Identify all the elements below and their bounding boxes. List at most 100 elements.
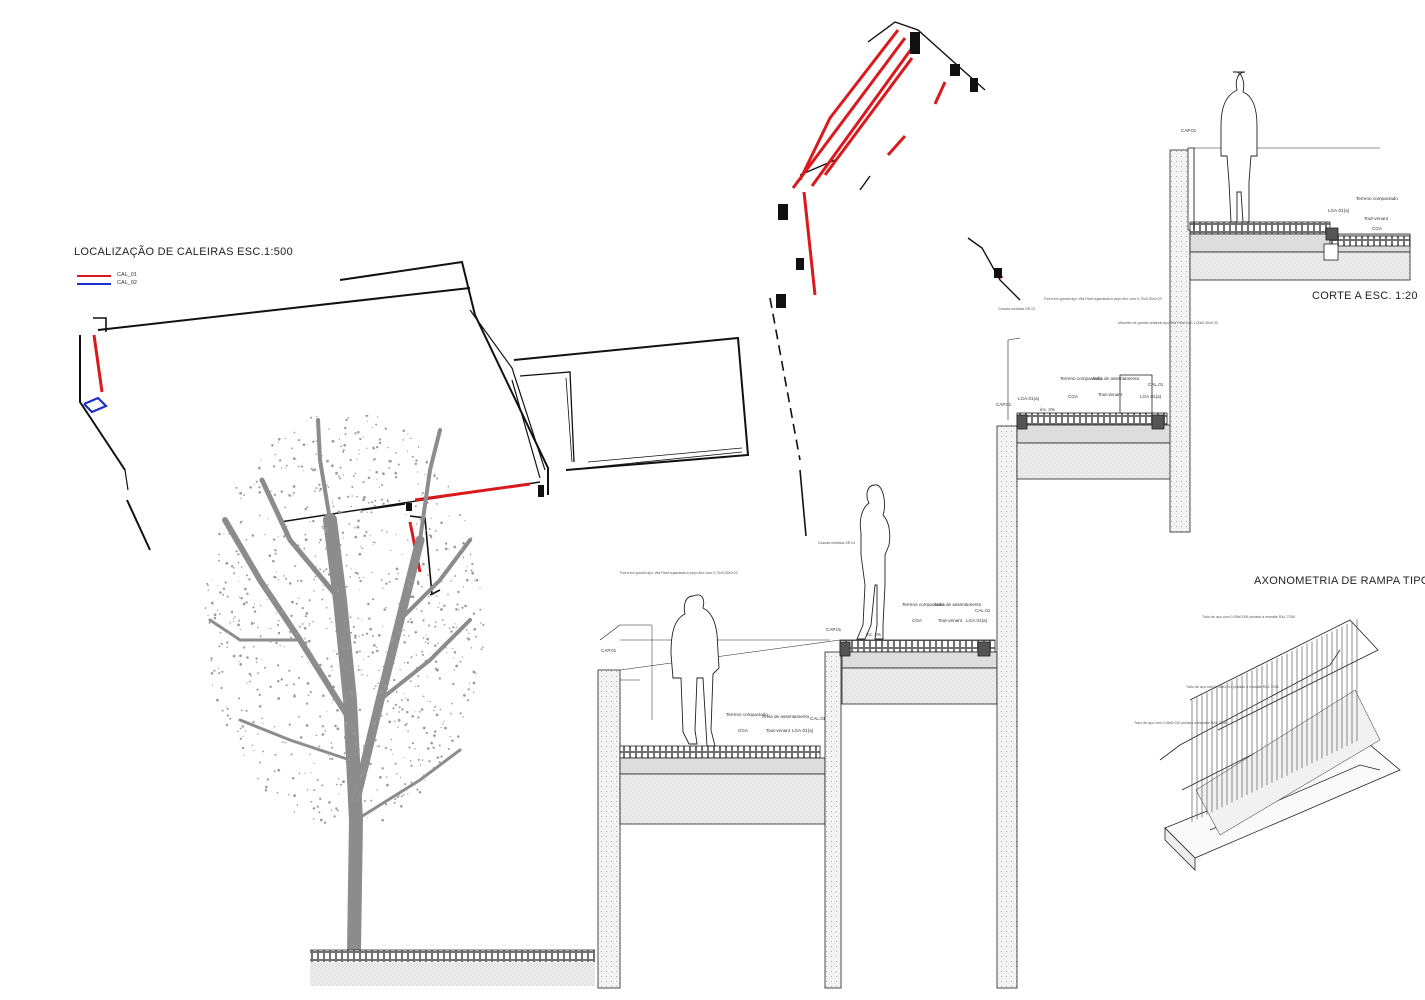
canopy-dot [397, 631, 400, 634]
canopy-dot [257, 626, 259, 629]
canopy-dot [370, 511, 373, 514]
canopy-dot [284, 437, 286, 440]
canopy-dot [262, 722, 264, 724]
terrain-label-top: Terreno compactado [1356, 196, 1398, 201]
canopy-dot [378, 486, 380, 488]
canopy-dot [238, 660, 240, 662]
canopy-dot [246, 656, 249, 659]
canopy-dot [275, 612, 277, 614]
canopy-dot [354, 527, 356, 529]
canopy-dot [248, 672, 252, 676]
canopy-dot [363, 658, 365, 660]
canopy-dot [286, 525, 288, 528]
canopy-dot [410, 764, 413, 767]
canopy-dot [355, 742, 358, 745]
canopy-dot [434, 625, 437, 628]
canopy-dot [473, 627, 477, 631]
canopy-dot [426, 637, 430, 641]
canopy-dot [385, 582, 388, 585]
canopy-dot [330, 742, 333, 744]
canopy-dot [380, 684, 382, 686]
canopy-dot [417, 684, 420, 688]
canopy-dot [416, 580, 420, 583]
canopy-dot [434, 621, 437, 623]
canopy-dot [386, 700, 389, 703]
canopy-dot [265, 785, 268, 789]
canopy-dot [213, 669, 216, 672]
canopy-dot [204, 607, 207, 609]
canopy-dot [221, 709, 224, 712]
axonometry-balusters [1191, 619, 1358, 822]
slope-label-mid: inc. 2% [866, 632, 881, 637]
canopy-dot [440, 608, 443, 611]
canopy-dot [340, 683, 343, 686]
canopy-dot [455, 608, 458, 611]
canopy-dot [229, 717, 232, 720]
canopy-dot [368, 617, 371, 620]
canopy-dot [420, 585, 423, 588]
canopy-dot [356, 495, 358, 498]
canopy-dot [306, 506, 309, 509]
canopy-dot [266, 778, 269, 781]
canopy-dot [363, 534, 367, 538]
canopy-dot [267, 587, 270, 590]
canopy-dot [357, 798, 359, 801]
canopy-dot [260, 459, 262, 461]
canopy-dot [264, 666, 267, 669]
canopy-dot [248, 578, 251, 581]
canopy-dot [318, 490, 321, 492]
canopy-dot [304, 615, 307, 618]
canopy-dot [448, 627, 451, 630]
canopy-dot [235, 486, 238, 489]
canopy-dot [341, 659, 344, 662]
canopy-dot [447, 593, 449, 596]
gutters-cal01 [92, 29, 1004, 573]
canopy-dot [390, 639, 394, 643]
canopy-dot [436, 503, 438, 505]
canopy-dot [342, 474, 345, 476]
canopy-dot [358, 708, 362, 711]
canopy-dot [274, 453, 277, 456]
canopy-dot [391, 651, 393, 654]
canopy-dot [277, 768, 281, 772]
canopy-dot [342, 537, 344, 539]
canopy-dot [386, 713, 388, 715]
canopy-dot [304, 533, 307, 536]
canopy-dot [381, 484, 384, 487]
canopy-dot [453, 651, 457, 654]
canopy-dot [368, 762, 372, 766]
canopy-dot [220, 686, 223, 690]
canopy-dot [464, 569, 468, 572]
canopy-dot [300, 579, 303, 583]
canopy-dot [462, 541, 465, 545]
canopy-dot [210, 620, 213, 623]
canopy-dot [310, 514, 312, 516]
canopy-dot [401, 629, 403, 632]
canopy-dot [409, 618, 412, 620]
canopy-dot [444, 547, 448, 551]
canopy-dot [434, 705, 437, 708]
canopy-dot [267, 599, 269, 601]
canopy-dot [258, 693, 261, 697]
canopy-dot [392, 707, 395, 710]
canopy-dot [318, 542, 321, 544]
canopy-dot [416, 608, 418, 610]
canopy-dot [403, 693, 405, 695]
canopy-dot [455, 664, 459, 668]
canopy-dot [306, 789, 309, 791]
canopy-dot [270, 490, 272, 492]
canopy-dot [233, 572, 236, 575]
canopy-dot [372, 460, 374, 462]
canopy-dot [379, 776, 382, 779]
canopy-dot [452, 626, 455, 629]
canopy-dot [389, 691, 392, 694]
canopy-dot [237, 636, 239, 638]
canopy-dot [420, 708, 424, 711]
canopy-dot [266, 517, 269, 519]
canopy-dot [242, 736, 244, 738]
canopy-dot [321, 733, 324, 736]
axonometry-ramp [1159, 619, 1401, 871]
cap-label-guard: CAP.01 [826, 627, 842, 632]
canopy-dot [237, 730, 239, 733]
canopy-dot [421, 650, 423, 653]
